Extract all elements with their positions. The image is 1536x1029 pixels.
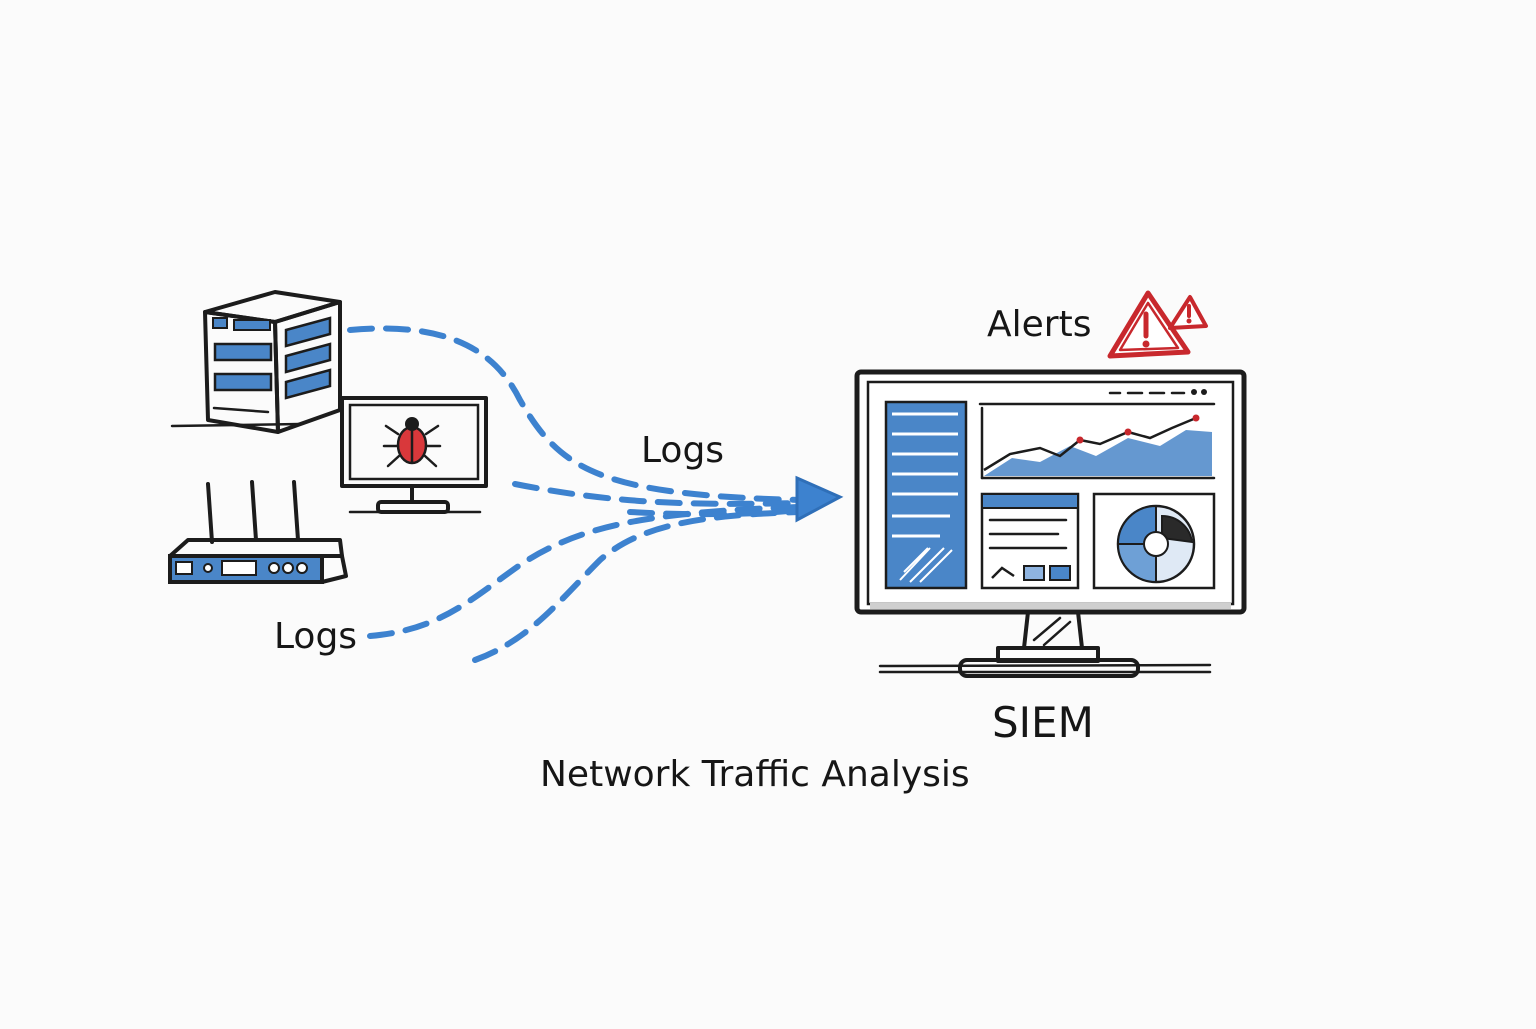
router-icon (168, 480, 348, 584)
siem-dashboard-monitor-icon (854, 369, 1247, 678)
bug-icon (382, 417, 442, 468)
flow-from-server (347, 325, 803, 503)
warning-triangle-icon (1107, 290, 1191, 359)
dashboard-sidebar (884, 400, 968, 590)
dashboard-toolbar (1108, 389, 1207, 395)
warning-triangle-small-icon (1168, 295, 1208, 330)
alerts-label: Alerts (987, 304, 1091, 345)
flow-from-extra (472, 509, 803, 663)
diagram-caption: Network Traffic Analysis (540, 754, 970, 795)
logs-label-bottom: Logs (274, 616, 357, 657)
flow-from-monitor (512, 481, 803, 507)
siem-label: SIEM (992, 698, 1094, 747)
flow-from-router (367, 504, 803, 639)
dashboard-list-panel (980, 492, 1080, 590)
logs-label-top: Logs (641, 430, 724, 471)
dashboard-area-chart (978, 402, 1216, 480)
server-rack-icon (170, 290, 342, 434)
flow-arrowhead (795, 475, 844, 523)
infected-monitor-icon (340, 396, 488, 514)
flow-merged (627, 507, 803, 518)
log-flows (347, 325, 844, 663)
dashboard-pie-panel (1092, 492, 1216, 590)
